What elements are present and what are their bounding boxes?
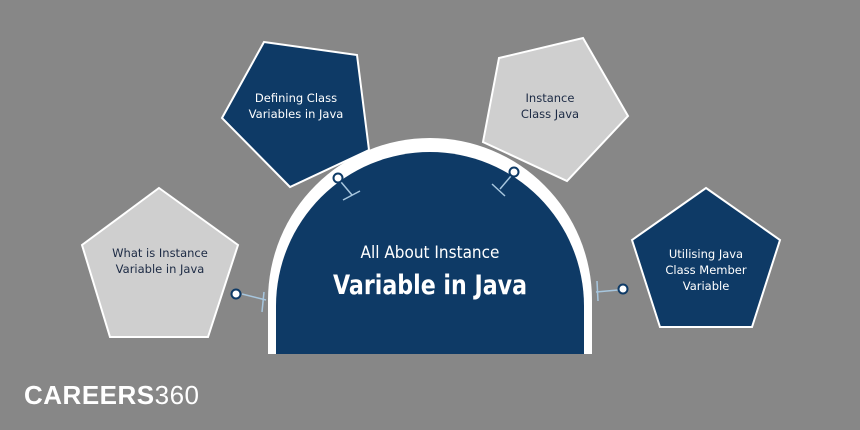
connector-instance-class	[491, 166, 520, 197]
pentagon-utilising	[630, 186, 782, 328]
topic-label-what-is: What is Instance Variable in Java	[112, 246, 208, 276]
topic-label-defining: Defining Class Variables in Java	[248, 91, 344, 121]
center-title-line2: Variable in Java	[332, 270, 528, 301]
logo-thin-text: 360	[154, 380, 200, 410]
pentagon-instance-class	[481, 36, 630, 183]
connector-utilising	[595, 280, 629, 302]
center-dome-inner	[276, 152, 584, 354]
connector-what-is	[230, 288, 267, 313]
connector-defining	[332, 172, 361, 201]
logo-bold-text: CAREERS	[24, 380, 155, 410]
careers360-logo: CAREERS360	[24, 380, 200, 411]
pentagon-defining	[220, 40, 371, 189]
topic-label-utilising: Utilising Java Class Member Variable	[665, 247, 747, 293]
topic-label-instance-class: Instance Class Java	[520, 91, 580, 121]
center-title-line1: All About Instance	[360, 243, 500, 263]
pentagon-what-is	[80, 186, 240, 338]
